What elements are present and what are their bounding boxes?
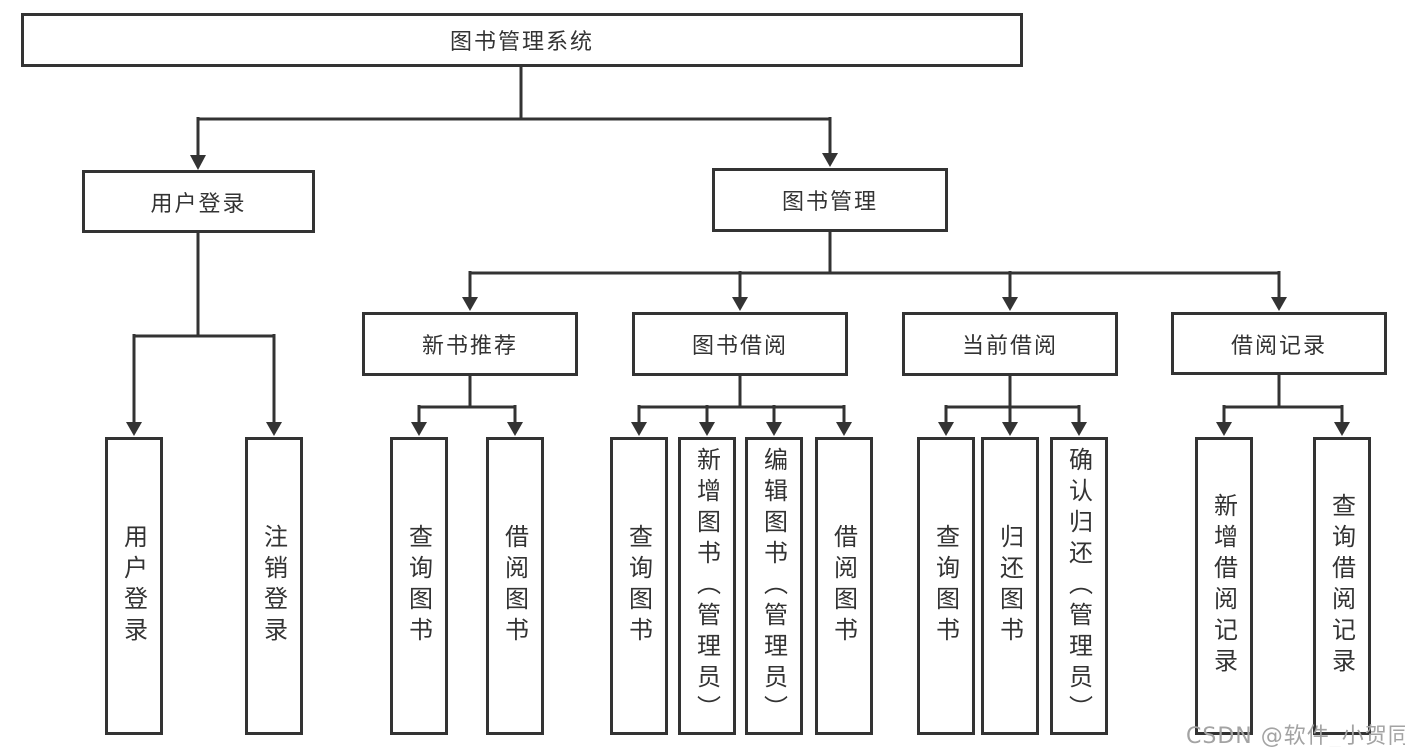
node-user-login: 用户登录 [82,170,315,233]
leaf-query-borrow-record: 查询借阅记录 [1313,437,1371,735]
leaf-edit-books-admin: 编辑图书（管理员） [745,437,803,735]
leaf-add-borrow-record-label: 新增借阅记录 [1209,493,1238,679]
node-book-borrow-label: 图书借阅 [691,334,788,359]
leaf-borrow-query-books-label: 查询图书 [624,524,653,648]
leaf-return-books-label: 归还图书 [995,524,1024,648]
node-root-label: 图书管理系统 [449,30,594,55]
node-borrow-records-label: 借阅记录 [1230,333,1327,359]
node-book-management: 图书管理 [712,168,948,232]
node-user-login-label: 用户登录 [150,191,247,217]
leaf-recommend-query-books: 查询图书 [390,437,448,735]
node-borrow-records: 借阅记录 [1171,312,1387,375]
leaf-add-borrow-record: 新增借阅记录 [1195,437,1253,735]
leaf-recommend-borrow-books-label: 借阅图书 [500,524,529,648]
node-new-book-recommend-label: 新书推荐 [421,334,518,359]
node-current-borrow: 当前借阅 [902,312,1118,376]
arrowhead-icons [126,153,1350,436]
leaf-edit-books-admin-label: 编辑图书（管理员） [759,446,788,726]
leaf-add-books-admin-label: 新增图书（管理员） [692,446,721,726]
leaf-current-query-books: 查询图书 [917,437,975,735]
leaf-borrow-books-label: 借阅图书 [829,524,858,648]
leaf-logout-label: 注销登录 [259,524,288,648]
leaf-confirm-return-admin: 确认归还（管理员） [1050,437,1108,735]
node-book-borrow: 图书借阅 [632,312,848,376]
leaf-query-borrow-record-label: 查询借阅记录 [1327,493,1356,679]
node-new-book-recommend: 新书推荐 [362,312,578,376]
leaf-user-login: 用户登录 [105,437,163,735]
leaf-user-login-label: 用户登录 [119,524,148,648]
leaf-recommend-borrow-books: 借阅图书 [486,437,544,735]
leaf-add-books-admin: 新增图书（管理员） [678,437,736,735]
node-book-management-label: 图书管理 [781,190,878,215]
leaf-logout: 注销登录 [245,437,303,735]
leaf-recommend-query-books-label: 查询图书 [404,524,433,648]
leaf-current-query-books-label: 查询图书 [931,524,960,648]
node-root: 图书管理系统 [21,13,1023,67]
leaf-borrow-books: 借阅图书 [815,437,873,735]
leaf-confirm-return-admin-label: 确认归还（管理员） [1064,446,1093,726]
node-current-borrow-label: 当前借阅 [961,334,1058,359]
leaf-return-books: 归还图书 [981,437,1039,735]
leaf-borrow-query-books: 查询图书 [610,437,668,735]
csdn-watermark: CSDN @软件_小贺同学 [1186,724,1405,747]
